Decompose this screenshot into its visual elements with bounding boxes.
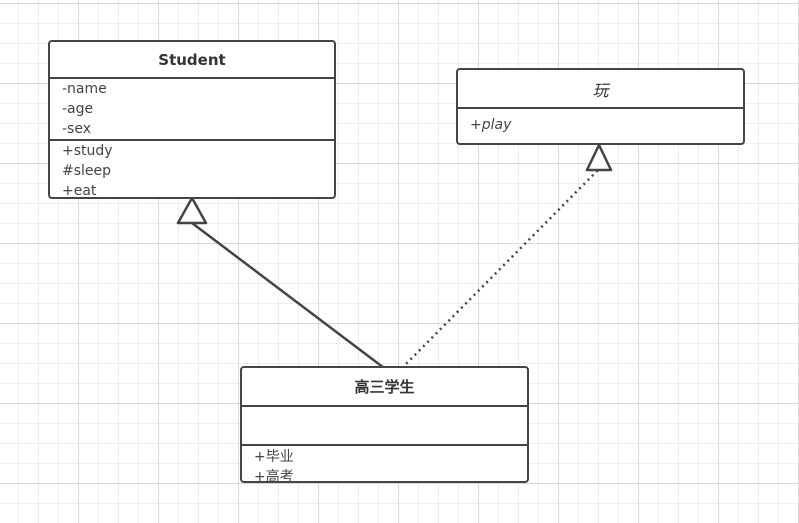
class-name: Student	[50, 42, 334, 79]
operation: #sleep	[62, 163, 112, 179]
attribute: -age	[62, 101, 94, 117]
operation: +play	[470, 117, 512, 133]
class-student[interactable]: Student -name -age -sex +study #sleep +e…	[48, 40, 336, 199]
class-name: 玩	[458, 70, 743, 109]
operation: +毕业	[254, 449, 294, 465]
operations-section: +study #sleep +eat	[50, 139, 334, 197]
class-senior-student[interactable]: 高三学生 +毕业 +高考	[240, 366, 529, 483]
generalization-line	[191, 222, 385, 369]
attribute: -name	[62, 81, 107, 97]
realization-arrowhead	[585, 143, 613, 172]
operations-section: +play	[458, 109, 743, 135]
class-play[interactable]: 玩 +play	[456, 68, 745, 145]
operation: +高考	[254, 469, 294, 483]
attributes-section	[242, 407, 527, 444]
attributes-section: -name -age -sex	[50, 79, 334, 139]
operations-section: +毕业 +高考	[242, 444, 527, 483]
operation: +eat	[62, 183, 97, 199]
attribute: -sex	[62, 121, 91, 137]
operation: +study	[62, 143, 113, 159]
generalization-arrowhead	[176, 196, 208, 225]
realization-line	[401, 169, 599, 369]
class-name: 高三学生	[242, 368, 527, 407]
